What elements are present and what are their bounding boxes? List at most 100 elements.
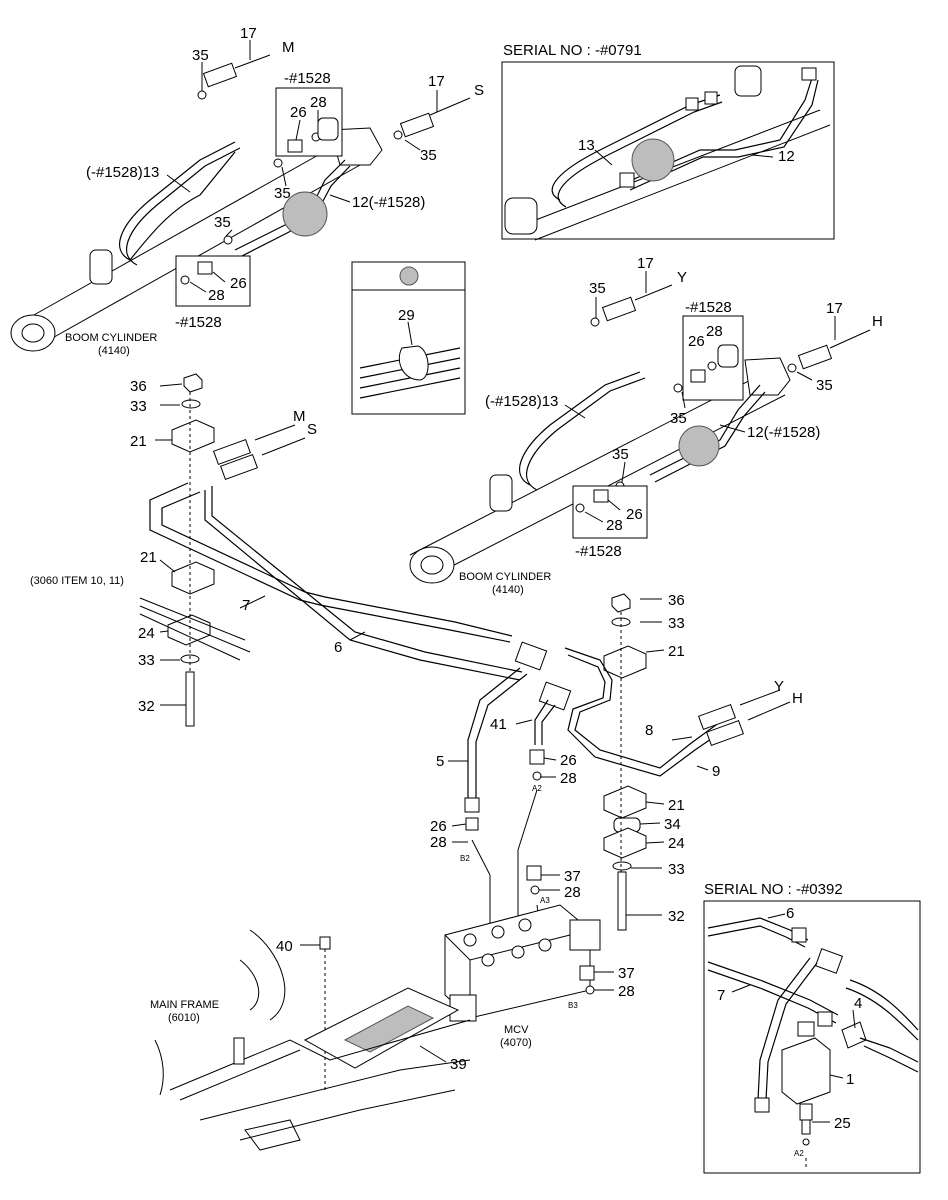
mcv-label: MCV	[504, 1024, 529, 1036]
callout-40: 40	[276, 938, 293, 955]
upper-left-assembly: 17 M 35 -#1528 26 28 17 S 35 (-#1528)13 …	[10, 25, 484, 357]
callout-17-a: 17	[240, 25, 257, 42]
tube-12-middle	[649, 384, 761, 476]
tube-5	[467, 667, 521, 800]
mcv-code: (4070)	[500, 1037, 532, 1049]
serial-inset-0392: SERIAL NO : -#0392 6 7 4 1 25 A2	[703, 881, 921, 1174]
boom-cylinder-code-a: (4140)	[98, 345, 130, 357]
callout-7: 7	[242, 597, 250, 614]
inset-tube-12	[624, 77, 813, 184]
callout-26-b: 26	[230, 275, 247, 292]
callout-36-a: 36	[130, 378, 147, 395]
tee-block-a	[514, 641, 548, 671]
callout-35-c: 35	[274, 185, 291, 202]
boom-cylinder-upper-edge-b	[409, 369, 771, 556]
inset-tube-13	[551, 94, 721, 201]
callout-6: 6	[334, 639, 342, 656]
callout-35-e: 35	[589, 280, 606, 297]
callout-5: 5	[436, 753, 444, 770]
port-label-b3: B3	[568, 1001, 578, 1010]
clamp-21-right-bottom	[603, 785, 647, 819]
middle-right-assembly: 35 17 Y -#1528 28 17 H 26 35 (-#1528)13 …	[409, 255, 883, 596]
serial-inset-0392-frame	[703, 900, 921, 1174]
callout-1528-a: -#1528	[284, 70, 331, 87]
callout-6-inset: 6	[786, 905, 794, 922]
hose-17-m	[202, 62, 238, 88]
callout-28-h: 28	[618, 983, 635, 1000]
cylinder-port-block	[89, 249, 113, 285]
clamp-21-left-bottom	[171, 561, 215, 595]
callout-41: 41	[490, 716, 507, 733]
clip-29	[398, 345, 429, 381]
callout-21-b: 21	[140, 549, 157, 566]
callout-13: 13	[578, 137, 595, 154]
callout-29: 29	[398, 307, 415, 324]
main-frame-edge	[169, 1019, 471, 1091]
detail-hatch-marker	[399, 266, 419, 286]
callout-12-a: 12(-#1528)	[352, 194, 425, 211]
bolt-32-right	[617, 871, 627, 931]
callout-1-inset: 1	[846, 1071, 854, 1088]
callout-39: 39	[450, 1056, 467, 1073]
callout-13-a: (-#1528)13	[86, 164, 159, 181]
callout-s-a: S	[474, 82, 484, 99]
callout-26-e: 26	[560, 752, 577, 769]
inset-fitting-head	[734, 65, 762, 97]
callout-33-b: 33	[138, 652, 155, 669]
o-ring-35	[197, 90, 207, 100]
callout-34: 34	[664, 816, 681, 833]
bolt-40	[319, 936, 331, 950]
callout-m-b: M	[293, 408, 306, 425]
callout-35-a: 35	[192, 47, 209, 64]
tube-9	[567, 654, 725, 777]
plate-24-right	[603, 827, 647, 859]
inset-fitting-25	[799, 1103, 813, 1121]
inset-valve-1	[781, 1037, 831, 1105]
nut-36-left	[183, 373, 203, 393]
inset-cylinder-cap	[504, 197, 538, 235]
callout-33-a: 33	[130, 398, 147, 415]
callout-28-e: 28	[560, 770, 577, 787]
callout-21-c: 21	[668, 643, 685, 660]
inset-hatched-clip-area	[631, 138, 675, 182]
callout-26-d: 26	[626, 506, 643, 523]
hose-17-h	[797, 344, 833, 370]
main-frame-code: (6010)	[168, 1012, 200, 1024]
tube-13-upper	[119, 141, 236, 261]
callout-33-d: 33	[668, 861, 685, 878]
tee-block-b	[538, 681, 572, 711]
callout-36-b: 36	[668, 592, 685, 609]
cylinder-port-block-b	[489, 474, 513, 512]
hose-17-s	[399, 112, 435, 138]
boom-cylinder-label-a: BOOM CYLINDER	[65, 332, 157, 344]
hatched-clip-area-middle	[678, 425, 720, 467]
callout-1528-b: -#1528	[175, 314, 222, 331]
port-label-a3: A3	[540, 896, 550, 905]
callout-28-d: 28	[606, 517, 623, 534]
plug-37-a	[526, 865, 542, 881]
callout-17-c: 17	[637, 255, 654, 272]
bolt-32-left	[185, 671, 195, 727]
tube-7	[149, 482, 511, 643]
callout-28-f: 28	[430, 834, 447, 851]
detail-inset-29: 29	[351, 261, 466, 415]
callout-h-b: H	[792, 690, 803, 707]
callout-25-inset: 25	[834, 1115, 851, 1132]
callout-26-f: 26	[430, 818, 447, 835]
callout-17-d: 17	[826, 300, 843, 317]
callout-21-d: 21	[668, 797, 685, 814]
callout-24-a: 24	[138, 625, 155, 642]
main-frame-label: MAIN FRAME	[150, 999, 219, 1011]
callout-y-a: Y	[677, 269, 687, 286]
callout-33-c: 33	[668, 615, 685, 632]
callout-28-b: 28	[208, 287, 225, 304]
callout-4-inset: 4	[854, 995, 862, 1012]
clamp-21-left-top	[171, 419, 215, 453]
callout-9: 9	[712, 763, 720, 780]
hose-s-left	[219, 453, 259, 481]
callout-32-b: 32	[668, 908, 685, 925]
callout-h-a: H	[872, 313, 883, 330]
callout-8: 8	[645, 722, 653, 739]
callout-37-a: 37	[564, 868, 581, 885]
callout-32-a: 32	[138, 698, 155, 715]
